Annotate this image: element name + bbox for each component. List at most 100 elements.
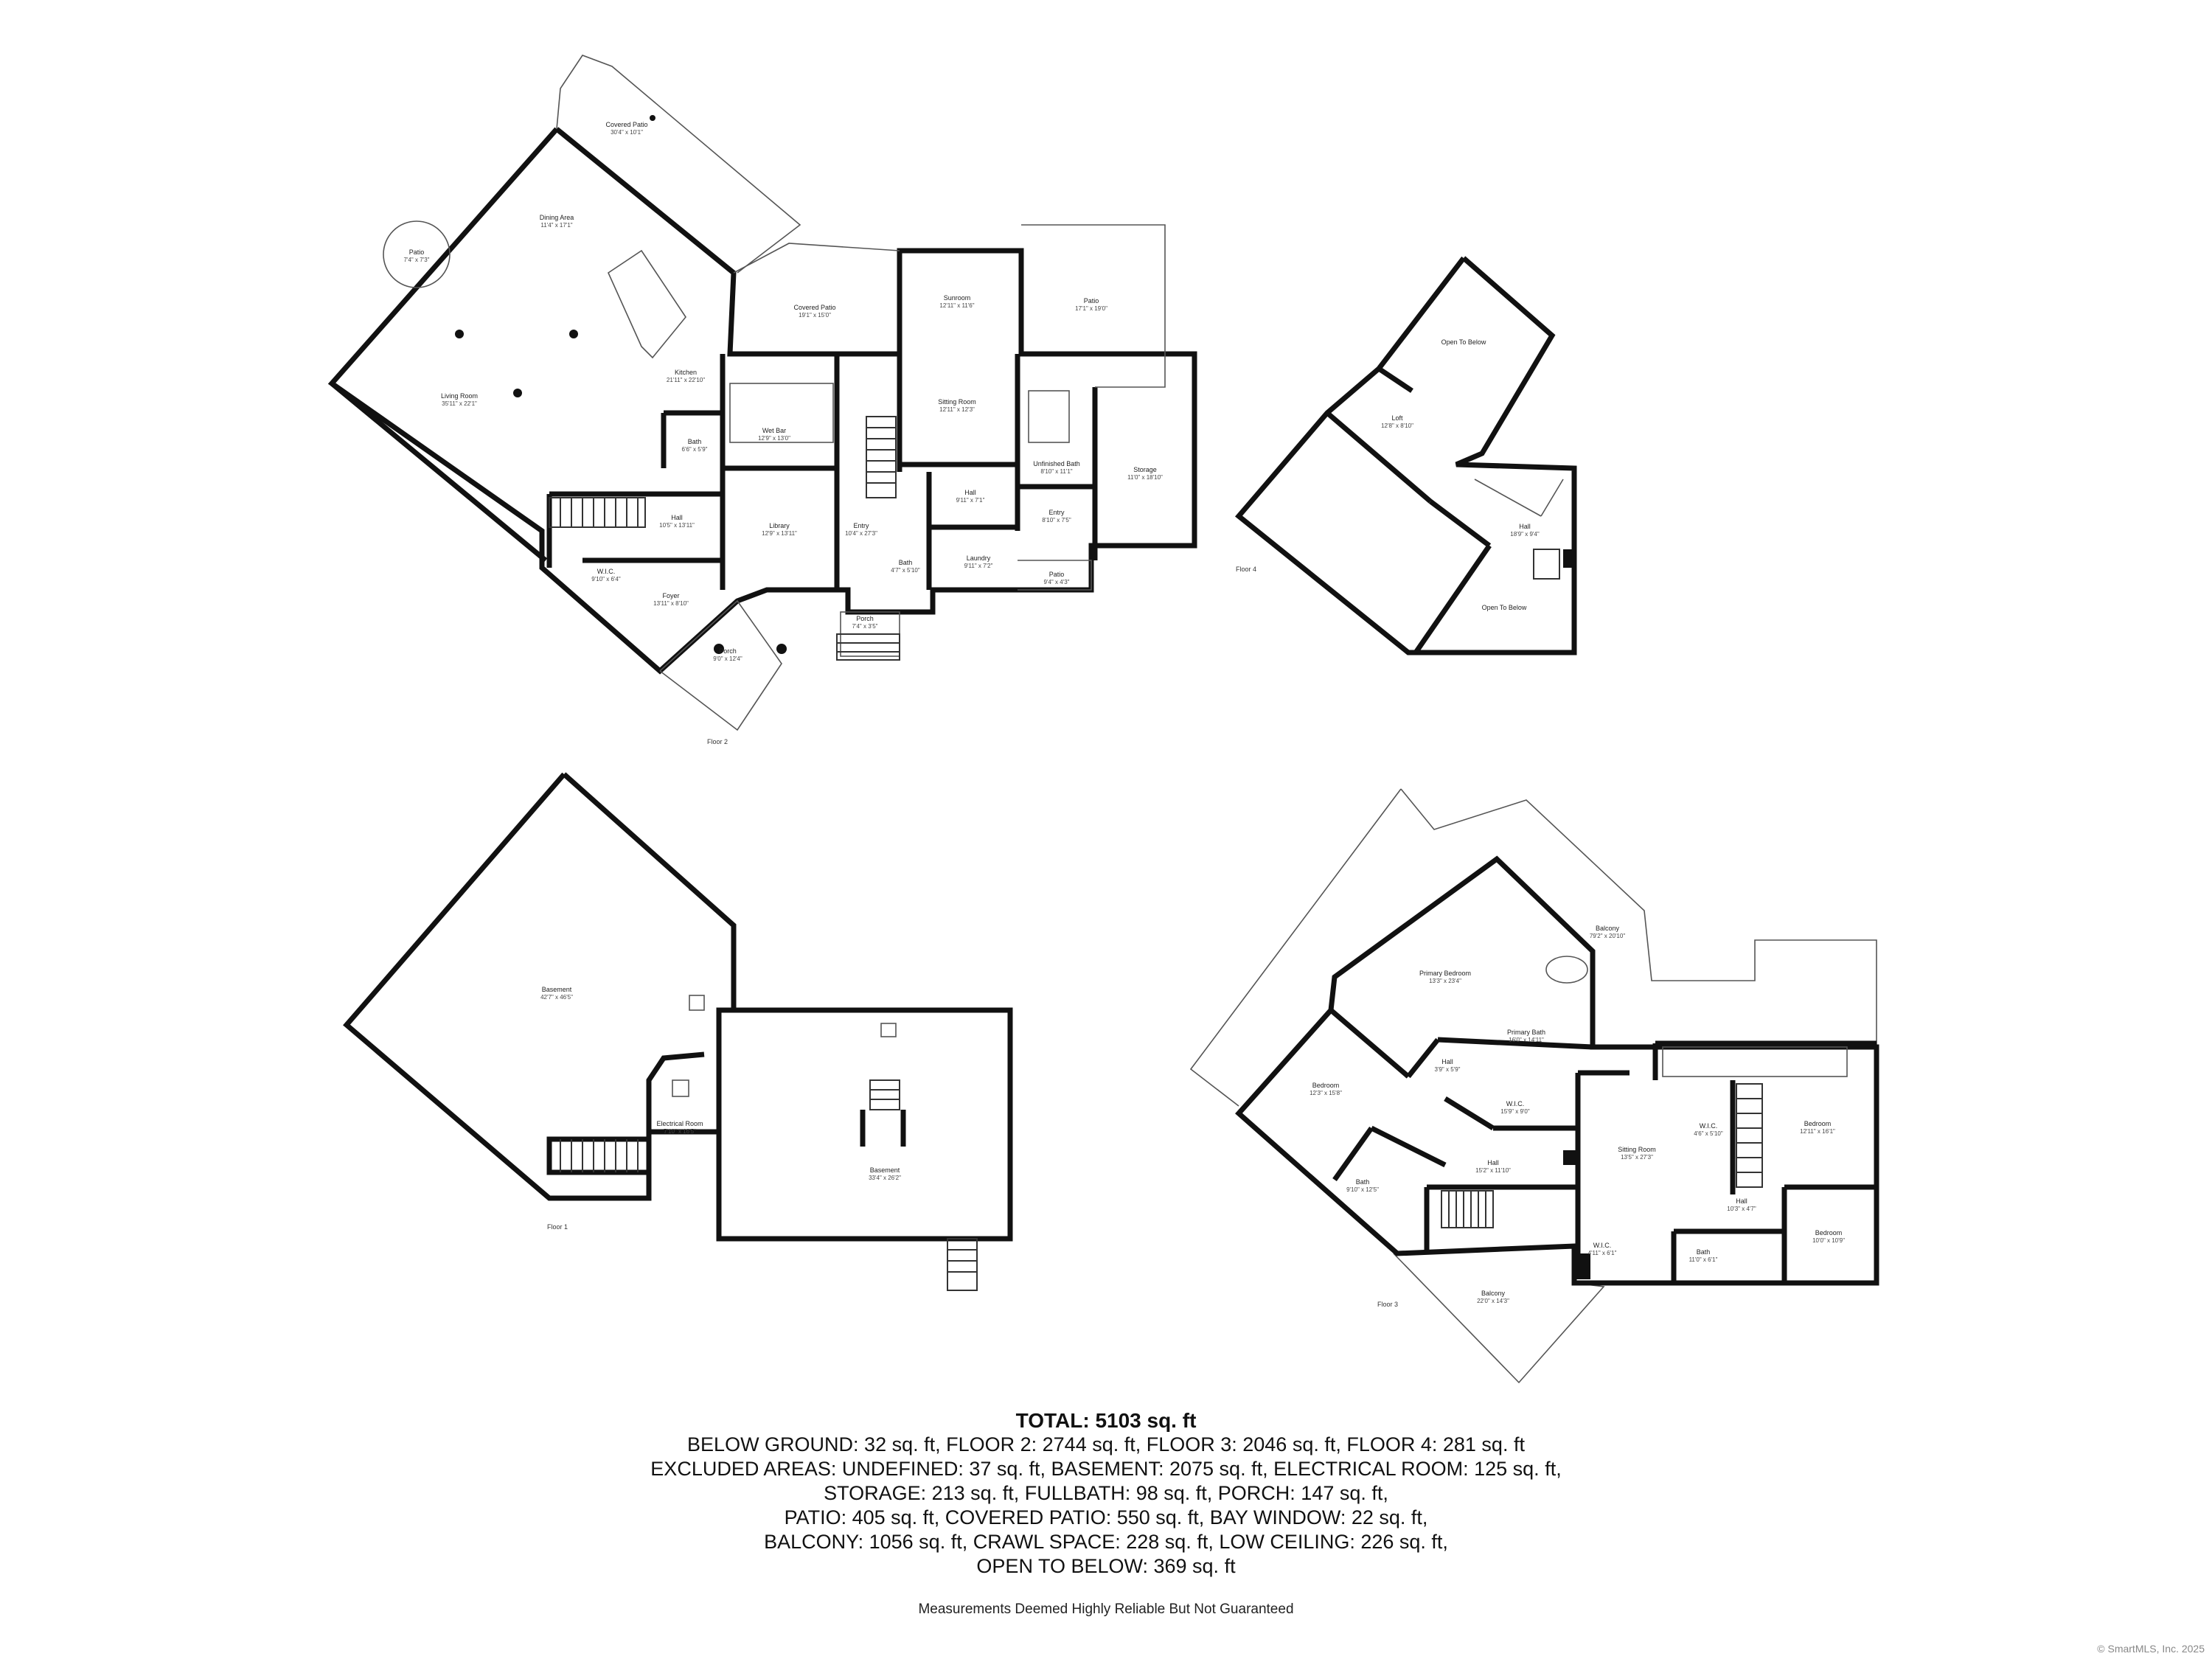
room-name-covered-patio-north: Covered Patio [605,121,647,128]
room-name-balcony-south: Balcony [1481,1290,1506,1297]
room-name-bath-east: Bath [1697,1248,1711,1256]
room-name-patio-small: Patio [1049,571,1065,578]
room-name-primary-bath: Primary Bath [1507,1029,1545,1036]
room-dims-patio-small: 9'4" x 4'3" [1044,579,1070,585]
room-dims-entry-main: 10'4" x 27'3" [845,530,877,537]
room-name-laundry: Laundry [967,554,991,562]
room-dims-patio-round: 7'4" x 7'3" [404,257,430,263]
summary-line: STORAGE: 213 sq. ft, FULLBATH: 98 sq. ft… [824,1482,1388,1504]
room-name-bedroom-south: Bedroom [1815,1229,1843,1237]
room-name-basement-east: Basement [870,1166,900,1174]
area-summary: TOTAL: 5103 sq. ft BELOW GROUND: 32 sq. … [0,1408,2212,1579]
room-name-hall-small: Hall [1441,1058,1453,1065]
floor-4-plan: Open To Below Loft 12'8" x 8'10" Hall 18… [1234,256,1577,655]
room-dims-wic: 9'10" x 6'4" [591,576,621,582]
room-dims-hall-small: 3'9" x 5'9" [1435,1066,1461,1073]
room-dims-entry-east: 8'10" x 7'5" [1042,517,1071,524]
room-dims-sunroom: 12'11" x 11'6" [939,302,974,309]
room-dims-sitting-room: 12'11" x 12'3" [939,406,975,413]
room-dims-hall-west: 10'5" x 13'11" [659,522,695,529]
floor-3-plan: Balcony 79'2" x 20'10" Primary Bedroom 1… [1189,788,1879,1384]
room-dims-foyer: 13'11" x 8'10" [653,600,689,607]
room-dims-hall-main: 15'2" x 11'10" [1475,1167,1511,1174]
room-dims-bedroom-south: 10'0" x 10'9" [1812,1237,1845,1244]
room-dims-basement-east: 33'4" x 26'2" [869,1175,901,1181]
room-dims-storage: 11'0" x 18'10" [1127,474,1163,481]
room-name-hall-center: Hall [964,489,976,496]
room-dims-primary-bedroom: 13'3" x 23'4" [1429,978,1461,984]
room-dims-bedroom-west: 12'3" x 15'8" [1310,1090,1342,1096]
room-name-library: Library [769,522,790,529]
room-name-sitting-room: Sitting Room [938,398,976,406]
room-name-entry-east: Entry [1048,509,1065,516]
room-dims-patio-east: 17'1" x 19'0" [1075,305,1107,312]
room-name-balcony-north: Balcony [1596,925,1620,932]
room-name-patio-round: Patio [409,248,425,256]
room-name-bedroom-east: Bedroom [1804,1120,1832,1127]
room-name-loft: Loft [1391,414,1403,422]
room-name-kitchen: Kitchen [675,369,697,376]
room-name-sunroom: Sunroom [944,294,971,302]
room-name-wic-side: W.I.C. [1700,1122,1718,1130]
room-dims-porch: 9'0" x 12'4" [713,655,742,662]
room-name-open-below-south: Open To Below [1482,604,1527,611]
room-dims-hall-east: 10'3" x 4'7" [1727,1206,1756,1212]
room-dims-living-room: 35'11" x 22'1" [442,400,477,407]
room-dims-bath-small: 4'7" x 5'10" [891,567,920,574]
room-dims-covered-patio-east: 19'1" x 15'0" [799,312,831,319]
room-name-patio-east: Patio [1084,297,1099,305]
room-name-open-below-north: Open To Below [1441,338,1486,346]
room-dims-hall-f4: 18'9" x 9'4" [1510,531,1540,538]
room-dims-balcony-south: 22'0" x 14'3" [1477,1298,1509,1304]
room-dims-unfinished-bath: 8'10" x 11'1" [1040,468,1072,475]
room-name-entry-main: Entry [853,522,869,529]
floor-2-plan: Covered Patio 30'4" x 10'1" Patio 7'4" x… [327,55,1197,745]
total-area: TOTAL: 5103 sq. ft [1015,1409,1197,1432]
room-name-basement-west: Basement [542,986,572,993]
floor-1-label: Floor 1 [547,1223,568,1231]
room-name-wic-main: W.I.C. [1506,1100,1525,1107]
room-name-primary-bedroom: Primary Bedroom [1419,970,1471,977]
room-dims-sitting-room-f3: 13'5" x 27'3" [1621,1154,1653,1161]
room-dims-primary-bath: 16'0" x 14'11" [1509,1037,1544,1043]
room-dims-bath-west: 9'10" x 12'5" [1346,1186,1379,1193]
room-name-porch: Porch [719,647,737,655]
floor-4-label: Floor 4 [1236,566,1256,573]
room-name-storage: Storage [1133,466,1157,473]
room-dims-electrical-room: 7'10" x 16'5" [664,1128,696,1135]
disclaimer-text: Measurements Deemed Highly Reliable But … [918,1601,1294,1617]
copyright-text: © SmartMLS, Inc. 2025 [2097,1643,2205,1655]
room-dims-bath: 6'6" x 5'9" [682,446,708,453]
room-name-wic: W.I.C. [597,568,616,575]
room-name-bath-west: Bath [1356,1178,1370,1186]
room-dims-laundry: 9'11" x 7'2" [964,563,993,569]
room-dims-library: 12'9" x 13'11" [762,530,797,537]
room-dims-wic-side: 4'6" x 5'10" [1694,1130,1723,1137]
room-name-wic-south: W.I.C. [1593,1242,1612,1249]
summary-line: EXCLUDED AREAS: UNDEFINED: 37 sq. ft, BA… [650,1458,1562,1480]
room-dims-hall-center: 9'11" x 7'1" [956,497,985,504]
room-name-bath-small: Bath [899,559,913,566]
room-name-unfinished-bath: Unfinished Bath [1033,460,1080,467]
room-dims-bath-east: 11'0" x 6'1" [1689,1256,1718,1263]
floor-2-label: Floor 2 [707,738,728,745]
room-name-wet-bar: Wet Bar [762,427,786,434]
room-name-electrical-room: Electrical Room [656,1120,703,1127]
room-name-bedroom-west: Bedroom [1312,1082,1340,1089]
floor-1-plan: Basement 42'7" x 46'5" Electrical Room 7… [343,772,1013,1291]
room-dims-covered-patio-north: 30'4" x 10'1" [611,129,643,136]
room-dims-porch-small: 7'4" x 3'5" [852,623,878,630]
room-name-hall-main: Hall [1487,1159,1499,1166]
room-name-dining-area: Dining Area [540,214,574,221]
summary-line: BELOW GROUND: 32 sq. ft, FLOOR 2: 2744 s… [687,1433,1525,1455]
room-name-porch-small: Porch [856,615,874,622]
room-dims-dining-area: 11'4" x 17'1" [540,222,572,229]
summary-line: PATIO: 405 sq. ft, COVERED PATIO: 550 sq… [784,1506,1428,1528]
room-dims-bedroom-east: 12'11" x 16'1" [1800,1128,1835,1135]
room-dims-balcony-north: 79'2" x 20'10" [1590,933,1625,939]
room-dims-basement-west: 42'7" x 46'5" [540,994,573,1001]
room-dims-wet-bar: 12'9" x 13'0" [758,435,790,442]
room-name-hall-west: Hall [671,514,683,521]
room-dims-kitchen: 21'11" x 22'10" [667,377,705,383]
